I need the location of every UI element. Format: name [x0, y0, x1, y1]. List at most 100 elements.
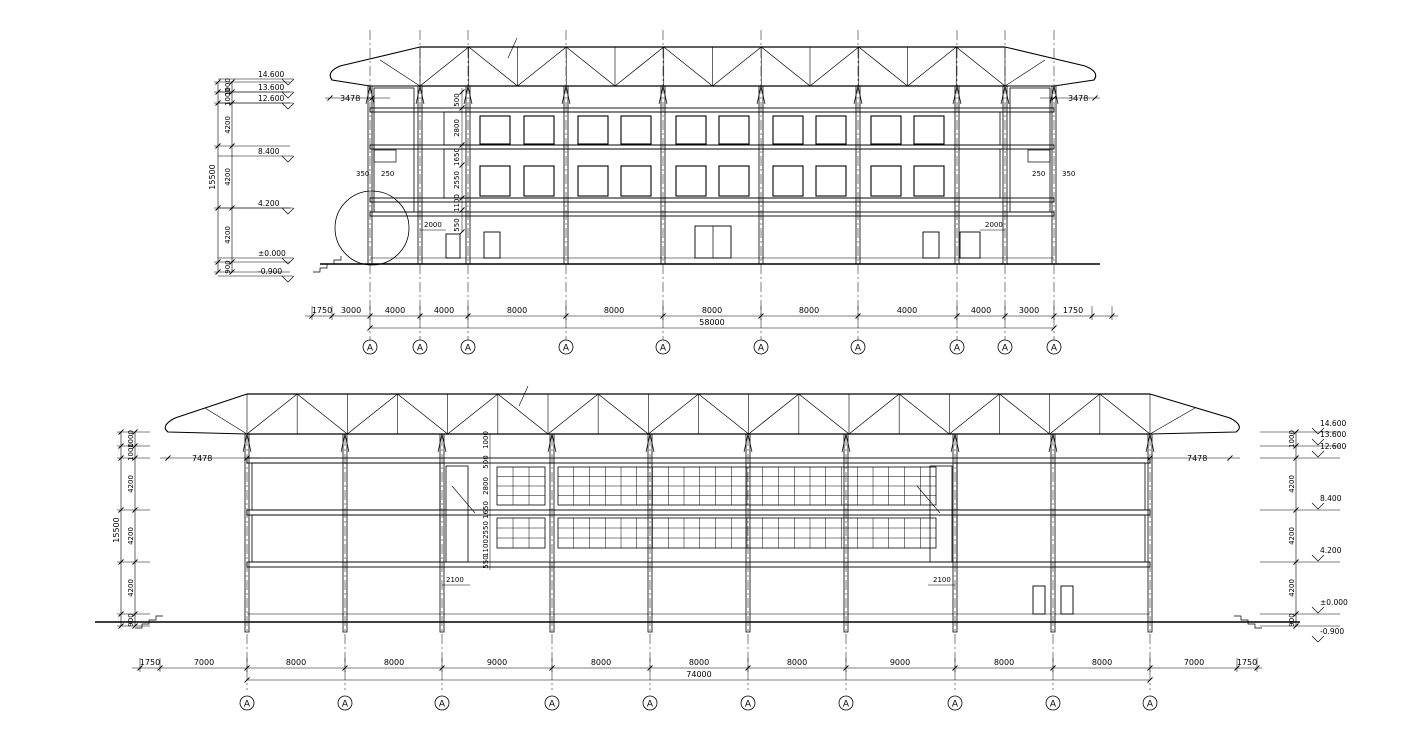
axis-label: A [954, 344, 961, 354]
stair-stringer [451, 485, 476, 514]
roof-cantilever-left [329, 46, 421, 87]
dim-label-vertical: 4200 [1288, 475, 1296, 493]
truss-diagonal [614, 46, 664, 87]
dim-label-vertical: 550 [482, 555, 490, 568]
cantilever-brace [1004, 59, 1046, 87]
elevation-triangle [1311, 502, 1325, 510]
elevation-label: 12.600 [258, 94, 284, 103]
dim-total-label: 58000 [699, 318, 724, 327]
axis-label: A [244, 700, 251, 710]
dim-tick [1092, 95, 1098, 101]
axis-label: A [1051, 344, 1058, 354]
dim-label-vertical: 550 [453, 218, 461, 231]
axis-label: A [843, 700, 850, 710]
dim-label-vertical: 1000 [482, 431, 490, 449]
truss-diagonal [798, 393, 850, 435]
dim-label: 8000 [994, 658, 1014, 667]
dim-label: 3000 [1019, 306, 1039, 315]
room [956, 462, 1146, 511]
dim-label-vertical: 2550 [453, 171, 461, 189]
column-head [1145, 433, 1155, 453]
column-head [463, 85, 473, 105]
dim-label: 7478 [192, 454, 212, 463]
truss-diagonal [1099, 393, 1151, 435]
axis-label: A [745, 700, 752, 710]
axis-bubble [434, 695, 450, 711]
window [479, 165, 511, 197]
door [1032, 585, 1046, 615]
truss-diagonal [999, 393, 1050, 435]
hall-wall [443, 111, 1001, 146]
dim-label: 8000 [286, 658, 306, 667]
column-head [415, 85, 425, 105]
dim-tick [1147, 455, 1153, 461]
window [913, 115, 945, 145]
elevation-triangle [281, 257, 295, 265]
balcony-right [1027, 149, 1051, 163]
dim-tick [459, 162, 465, 168]
truss-diagonal [566, 46, 616, 87]
window [772, 115, 804, 145]
floor-slab [246, 509, 1151, 516]
axis-label: A [855, 344, 862, 354]
dim-label-vertical: 4200 [127, 527, 135, 545]
axis-bubble [558, 339, 574, 355]
dim-label: 1750 [1063, 306, 1083, 315]
truss-diagonal [858, 46, 908, 87]
truss-diagonal [907, 46, 957, 87]
roof-cantilever-right [1004, 46, 1097, 87]
truss-diagonal [698, 393, 749, 435]
dim-label: 8000 [1092, 658, 1112, 667]
dim-label: 1750 [312, 306, 332, 315]
dim-tick [1051, 325, 1057, 331]
elevation-label: -0.900 [258, 267, 282, 276]
dim-tick [244, 677, 250, 683]
truss-diagonal [597, 393, 649, 435]
column-head [950, 433, 960, 453]
axis-label: A [563, 344, 570, 354]
axis-bubble [1046, 339, 1062, 355]
column-head [1000, 85, 1010, 105]
cantilever-brace [379, 59, 421, 87]
entry-steps [1234, 615, 1262, 629]
dim-label-vertical: 900 [1288, 613, 1296, 626]
dim-tick [165, 455, 171, 461]
curtain-wall [496, 466, 546, 506]
dim-label: 9000 [890, 658, 910, 667]
dim-label: 4000 [434, 306, 454, 315]
elevation-triangle [1311, 450, 1325, 458]
dim-label-vertical: 4200 [224, 168, 232, 186]
truss-diagonal [419, 46, 469, 87]
dim-label-vertical: 4200 [224, 226, 232, 244]
truss-diagonal [246, 393, 298, 435]
dim-label-vertical: 1100 [482, 539, 490, 557]
window [675, 165, 707, 197]
stair-stringer [916, 485, 941, 514]
dim-tick [1227, 455, 1233, 461]
dim-label-vertical: 1100 [453, 194, 461, 212]
truss-diagonal [949, 393, 1000, 435]
dim-label-vertical: 1000 [127, 443, 135, 461]
roof-truss [419, 46, 1006, 87]
truss-diagonal [1049, 393, 1101, 435]
dim-tick [459, 105, 465, 111]
truss-diagonal [898, 393, 950, 435]
dim-label-vertical: 500 [482, 455, 490, 468]
hall-wall [443, 148, 1001, 199]
truss-diagonal [956, 46, 1006, 87]
cantilever-brace [1149, 407, 1196, 435]
window [718, 115, 750, 145]
axis-bubble [1142, 695, 1158, 711]
room [251, 462, 441, 511]
window [772, 165, 804, 197]
stair-wall [445, 465, 469, 563]
floor-slab [246, 561, 1151, 568]
dim-tick [459, 89, 465, 95]
dim-label: 8000 [384, 658, 404, 667]
dim-label-vertical: 1650 [482, 501, 490, 519]
elevation-triangle [1311, 427, 1325, 435]
window [620, 115, 652, 145]
dim-label: 7478 [1187, 454, 1207, 463]
